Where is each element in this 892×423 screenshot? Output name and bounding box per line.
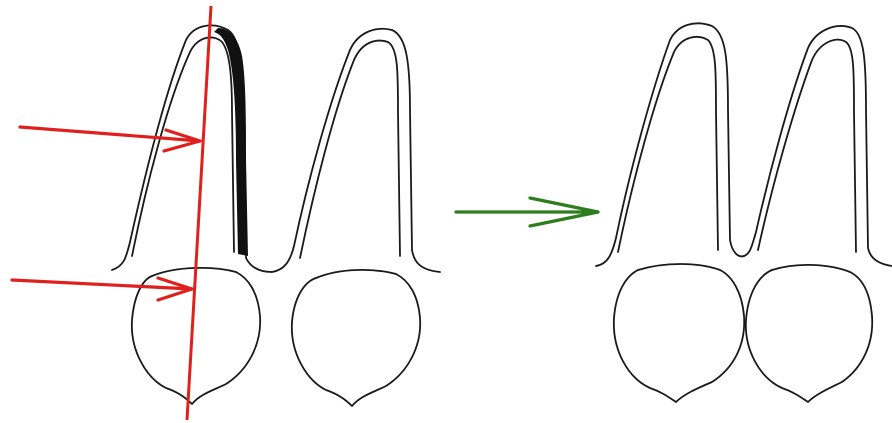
after-left-tooth-crown-inner <box>618 37 718 252</box>
right-tooth-crown-inner <box>300 41 400 258</box>
lower-marker-arrow <box>12 278 192 300</box>
before-panel <box>12 6 440 420</box>
right-tooth-root <box>292 274 420 406</box>
after-left-tooth-neck <box>638 264 720 270</box>
after-right-tooth-crown-inner <box>758 40 856 252</box>
shaded-enamel-strip <box>214 28 248 256</box>
transition-arrow <box>456 198 598 226</box>
right-tooth-neck <box>316 270 396 278</box>
after-right-tooth-crown-outer <box>744 26 892 266</box>
upper-marker-arrow <box>20 127 200 151</box>
right-tooth-crown-outer <box>272 29 440 272</box>
left-tooth-root <box>132 272 260 404</box>
after-left-tooth-root <box>614 270 744 402</box>
after-right-tooth-neck <box>772 265 850 272</box>
cut-line <box>187 6 211 420</box>
after-right-tooth-root <box>746 270 872 402</box>
after-panel <box>596 23 892 402</box>
